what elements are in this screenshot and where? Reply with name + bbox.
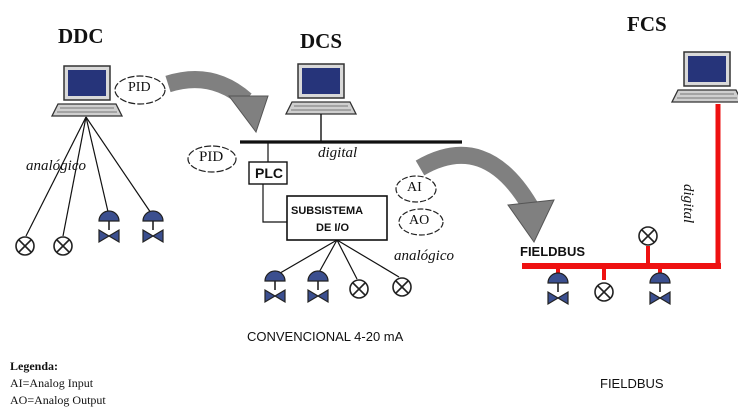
ddc-meter-1 (15, 236, 35, 256)
ai-cloud (395, 175, 437, 203)
fcs-meter-2 (638, 226, 658, 246)
fcs-valve-2 (649, 272, 671, 305)
ao-label: AO (409, 213, 430, 228)
dcs-meter-2 (392, 277, 412, 297)
legend-ai: AI=Analog Input (10, 376, 94, 390)
fcs-computer (671, 51, 738, 103)
fcs-title: FCS (627, 12, 667, 36)
dcs-title: DCS (300, 29, 343, 53)
ddc-valve-1 (98, 210, 120, 243)
dcs-valve-2 (307, 270, 329, 303)
dcs-valve-1 (264, 270, 286, 303)
ddc-analog-wires (25, 116, 154, 237)
dcs-to-fcs-arrow (415, 146, 555, 243)
dcs-meter-1 (349, 279, 369, 299)
ddc-to-dcs-arrow (165, 71, 269, 134)
dcs-pid-cloud (187, 145, 237, 173)
plc-io-link (262, 184, 287, 223)
dcs-digital-label: digital (318, 145, 358, 161)
legend-title: Legenda: (10, 359, 58, 373)
fcs-meter-1 (594, 282, 614, 302)
ddc-analog-label: analógico (26, 158, 86, 174)
ddc-meter-2 (53, 236, 73, 256)
fcs-valve-1 (547, 272, 569, 305)
io-subsystem-label-1: SUBSISTEMA (291, 205, 364, 217)
ao-cloud (398, 208, 444, 236)
dcs-analog-label: analógico (394, 248, 454, 264)
io-subsystem-label-2: DE I/O (316, 222, 350, 234)
conventional-caption: CONVENCIONAL 4-20 mA (247, 329, 404, 344)
fcs-digital-label: digital (680, 184, 696, 224)
fieldbus-caption: FIELDBUS (600, 376, 664, 391)
ddc-computer (51, 65, 123, 117)
fieldbus-label: FIELDBUS (520, 244, 585, 259)
dcs-computer (285, 63, 357, 115)
plc-box (248, 161, 288, 185)
ddc-valve-2 (142, 210, 164, 243)
ddc-pid-cloud (114, 75, 166, 105)
ddc-title: DDC (58, 24, 104, 48)
plc-label: PLC (255, 165, 283, 181)
dcs-analog-wires (274, 239, 400, 280)
ai-label: AI (407, 180, 422, 195)
dcs-pid-label: PID (199, 149, 224, 165)
legend-ao: AO=Analog Output (10, 393, 106, 407)
ddc-pid-label: PID (128, 80, 151, 95)
